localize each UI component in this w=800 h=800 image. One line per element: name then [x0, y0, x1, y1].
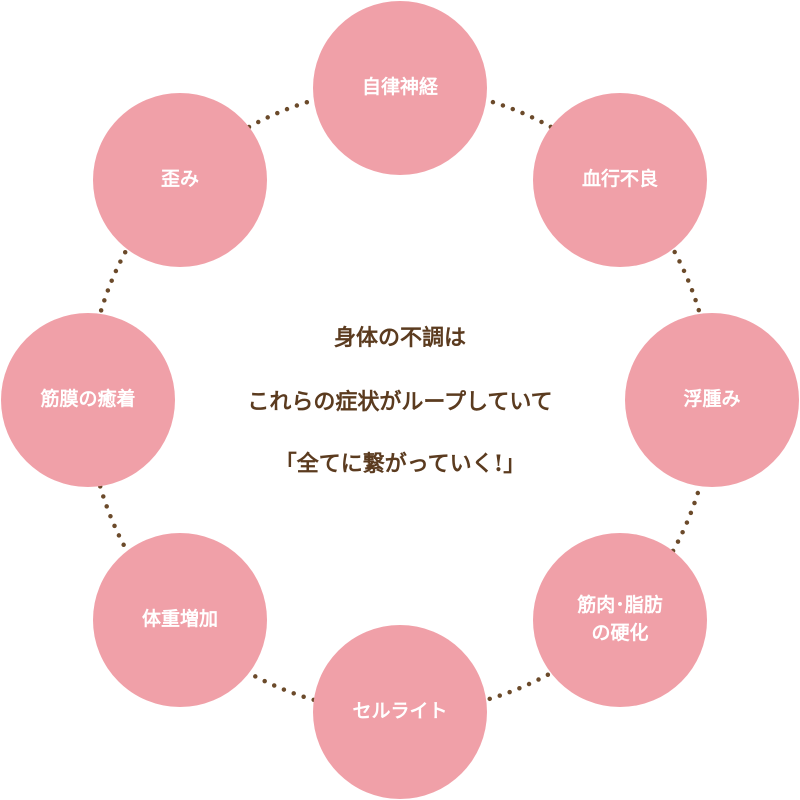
node-label: 自律神経	[361, 76, 438, 99]
node-muscle-fat-hardening: 筋肉･脂肪 の硬化	[533, 533, 707, 707]
center-text-line1: 身体の不調は	[333, 325, 466, 351]
node-autonomic-nerves: 自律神経	[313, 1, 487, 175]
node-weight-gain: 体重増加	[93, 533, 267, 707]
node-swelling: 浮腫み	[625, 313, 799, 487]
node-label: 浮腫み	[683, 388, 741, 411]
node-label: 筋膜の癒着	[40, 388, 136, 411]
node-label: 筋肉･脂肪 の硬化	[577, 594, 663, 644]
node-cellulite: セルライト	[313, 625, 487, 799]
node-label: 歪み	[160, 168, 199, 191]
center-text-line2: これらの症状がループしていて	[247, 389, 553, 415]
node-label: セルライト	[352, 700, 448, 723]
node-distortion: 歪み	[93, 93, 267, 267]
node-label: 体重増加	[141, 608, 218, 631]
center-text-line3: 「全てに繋がっていく!」	[274, 451, 526, 477]
node-label: 血行不良	[581, 168, 658, 191]
node-fascia-adhesion: 筋膜の癒着	[1, 313, 175, 487]
node-poor-circulation: 血行不良	[533, 93, 707, 267]
